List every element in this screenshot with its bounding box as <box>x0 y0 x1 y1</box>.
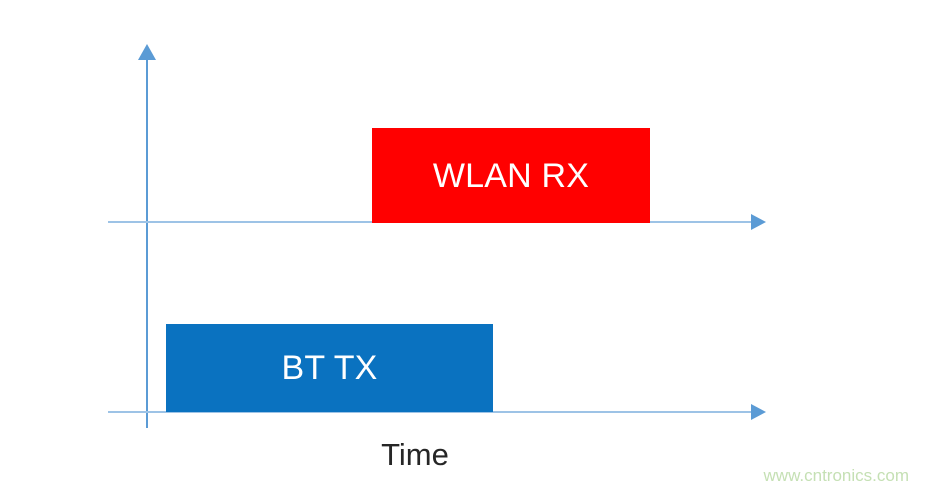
bt-tx-label: BT TX <box>281 349 378 387</box>
amplitude-axis-line <box>146 56 148 428</box>
time-axis-bt <box>108 402 766 422</box>
time-axis-label: Time <box>381 437 449 472</box>
right-arrow-icon <box>751 214 766 230</box>
up-arrow-icon <box>138 44 156 60</box>
right-arrow-icon <box>751 404 766 420</box>
wlan-rx-label: WLAN RX <box>432 156 590 195</box>
wlan-rx-block: WLAN RX <box>372 128 650 223</box>
bt-tx-block: BT TX <box>166 324 493 412</box>
time-axis-bt-line <box>108 411 751 413</box>
watermark: www.cntronics.com <box>763 466 909 485</box>
